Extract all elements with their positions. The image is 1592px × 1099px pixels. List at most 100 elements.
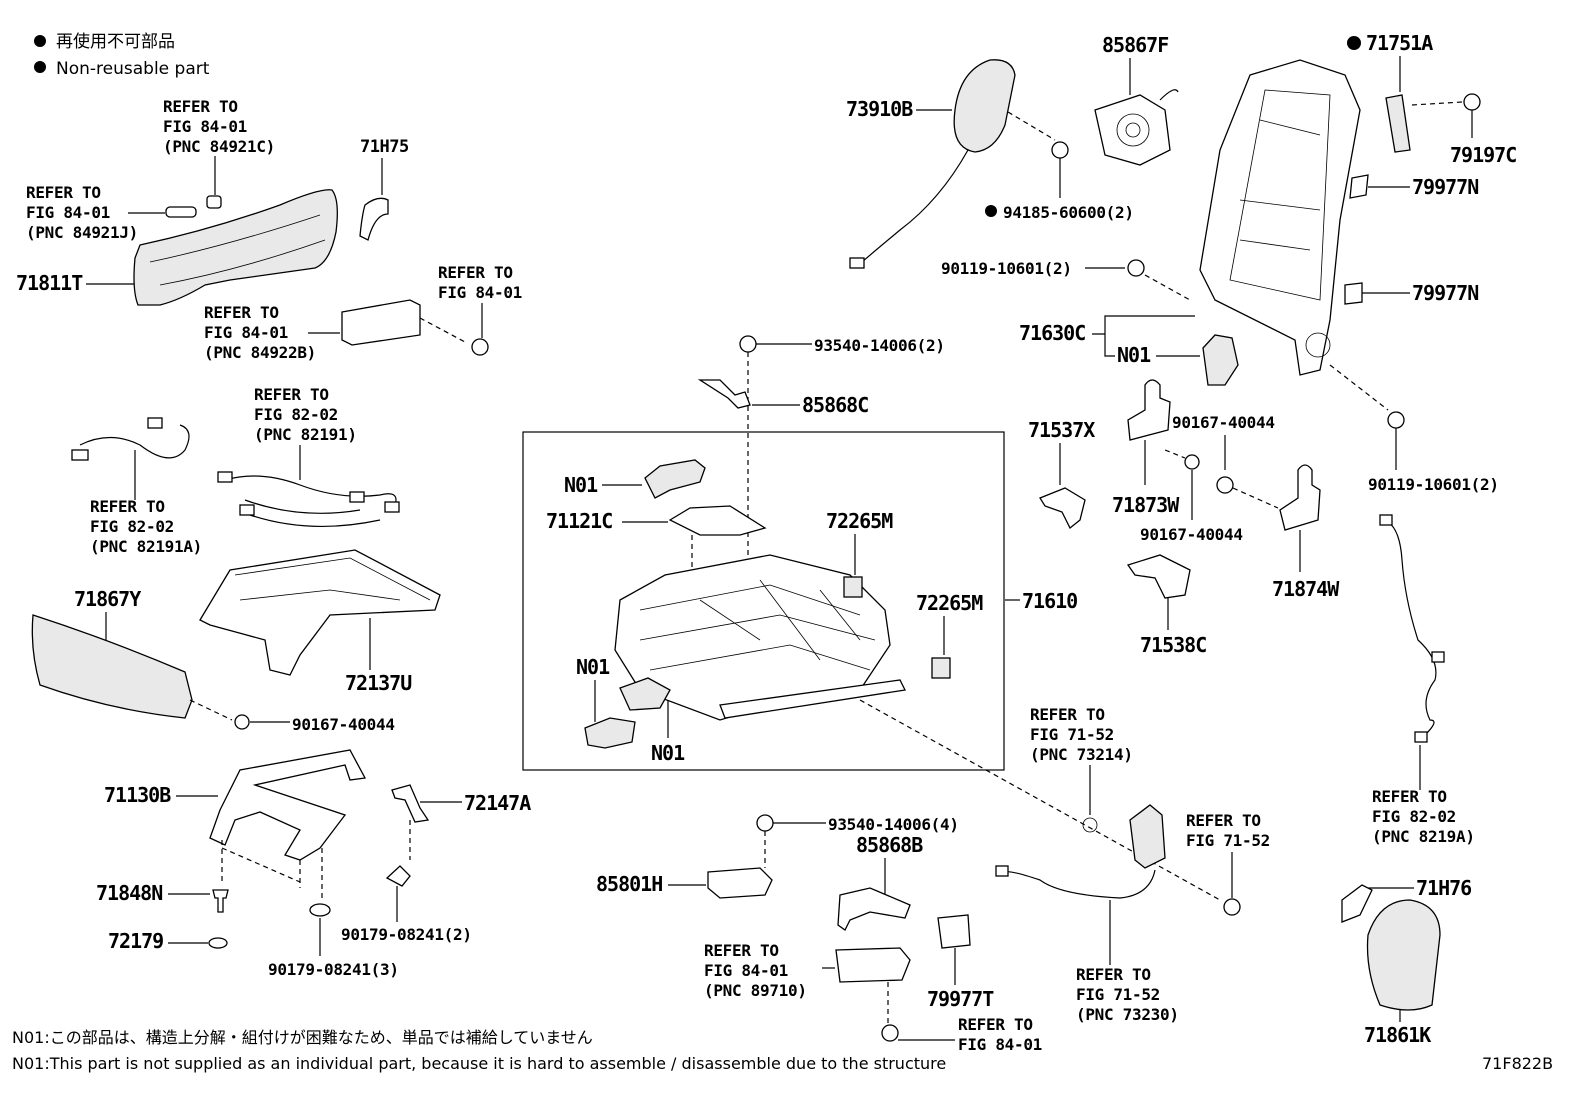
label-71751a: 71751A xyxy=(1366,31,1433,55)
screw-icon xyxy=(471,338,489,356)
refer-to-71-52: REFER TO FIG 71-52 xyxy=(1186,811,1270,850)
seat-side-cover-icon xyxy=(133,189,338,306)
motor-n01-d-icon xyxy=(1202,334,1239,386)
label-79977t: 79977T xyxy=(927,987,994,1011)
fan-module-85867f-icon xyxy=(1094,94,1171,166)
bracket-85868c-icon xyxy=(697,379,751,409)
bolt-icon xyxy=(1127,259,1145,277)
label-93540-b: 93540-14006(4) xyxy=(828,815,959,834)
footnote-jp: N01:この部品は、構造上分解・組付けが困難なため、単品では補給していません xyxy=(12,1028,593,1047)
label-71873w: 71873W xyxy=(1112,493,1180,517)
label-71h76: 71H76 xyxy=(1416,876,1471,900)
label-79977n-a-icon xyxy=(1349,174,1369,199)
label-85868c: 85868C xyxy=(802,393,868,417)
label-72147a: 72147A xyxy=(464,791,531,815)
washer-icon xyxy=(208,937,228,949)
label-72265m-b: 72265M xyxy=(916,591,983,615)
figure-code: 71F822B xyxy=(1482,1054,1553,1073)
non-reusable-marker-icon xyxy=(1347,36,1361,50)
bracket-72147a-icon xyxy=(391,784,430,823)
label-85867f: 85867F xyxy=(1102,33,1168,57)
trim-piece-71h75-icon xyxy=(359,197,389,241)
bolt-icon xyxy=(1463,93,1481,111)
label-79977n-b: 79977N xyxy=(1412,281,1478,305)
right-lower-group: REFER TO FIG 71-52 (PNC 73214) REFER TO … xyxy=(859,514,1475,1047)
bolt-icon xyxy=(234,714,250,730)
motor-n01-b-icon xyxy=(584,717,636,749)
rail-group: 71130B 71848N 72179 90179-08241(3) 72147… xyxy=(96,749,532,979)
label-n01-a: N01 xyxy=(564,473,598,497)
label-73910b: 73910B xyxy=(846,97,913,121)
bracket-85868b-icon xyxy=(837,887,911,931)
refer-to-82191a: REFER TO FIG 82-02 (PNC 82191A) xyxy=(90,497,202,556)
seat-adjuster-assembly-group: N01 71121C 72265M 72265M 71610 N01 N01 xyxy=(522,431,1078,771)
label-90119-b: 90119-10601(2) xyxy=(1368,475,1499,494)
legend-en: Non-reusable part xyxy=(56,59,210,79)
footnote-en: N01:This part is not supplied as an indi… xyxy=(12,1054,946,1073)
label-85868b: 85868B xyxy=(856,833,923,857)
refer-to-84922b: REFER TO FIG 84-01 (PNC 84922B) xyxy=(204,303,316,362)
front-panel-71867y-icon xyxy=(31,614,193,719)
label-90119-a: 90119-10601(2) xyxy=(941,259,1072,278)
label-71867y: 71867Y xyxy=(74,587,141,611)
nut-icon xyxy=(1223,898,1241,916)
label-n01-b: N01 xyxy=(576,655,610,679)
seat-rail-71130b-icon xyxy=(209,749,367,861)
label-71538c: 71538C xyxy=(1140,633,1206,657)
label-n01-c: N01 xyxy=(651,741,685,765)
bracket-71538c-icon xyxy=(1126,554,1191,599)
switch-knob-icon xyxy=(206,195,222,209)
motor-n01-a-icon xyxy=(644,459,706,499)
non-reusable-marker-icon xyxy=(34,61,46,73)
screw-icon xyxy=(739,335,757,353)
seatback-frame-71630c-icon xyxy=(1199,59,1361,376)
screw-icon xyxy=(881,1024,899,1042)
label-90179-b: 90179-08241(3) xyxy=(268,960,399,979)
label-71130b: 71130B xyxy=(104,783,171,807)
label-71874w: 71874W xyxy=(1272,577,1340,601)
hook-bracket-71873w-icon xyxy=(1127,379,1171,441)
screw-icon xyxy=(756,814,774,832)
assembly-frame-71610 xyxy=(522,431,1005,771)
non-reusable-marker-icon xyxy=(985,205,997,217)
refer-to-84921j: REFER TO FIG 84-01 (PNC 84921J) xyxy=(26,183,138,242)
footnotes: N01:この部品は、構造上分解・組付けが困難なため、単品では補給していません N… xyxy=(12,1028,1553,1073)
label-79977n-b-icon xyxy=(1344,282,1363,305)
label-71848n: 71848N xyxy=(96,881,162,905)
nut-icon xyxy=(1216,476,1234,494)
clip-icon xyxy=(385,865,411,887)
legend: 再使用不可部品 Non-reusable part xyxy=(34,31,210,79)
label-79977n-a: 79977N xyxy=(1412,175,1478,199)
label-90179-a: 90179-08241(2) xyxy=(341,925,472,944)
label-90167-b: 90167-40044 xyxy=(1172,413,1275,432)
label-plate-79977t-icon xyxy=(937,914,971,949)
bracket-71121c-icon xyxy=(668,505,767,536)
side-cover-group: REFER TO FIG 84-01 (PNC 84921C) REFER TO… xyxy=(16,97,522,362)
label-71610: 71610 xyxy=(1022,589,1077,613)
sensor-72265m-a-icon xyxy=(843,576,863,598)
label-71h75: 71H75 xyxy=(360,137,409,157)
switch-module-icon xyxy=(341,299,421,346)
headrest-71861k-icon xyxy=(1366,899,1441,1011)
label-85801h: 85801H xyxy=(596,872,662,896)
label-90167-c: 90167-40044 xyxy=(1140,525,1243,544)
trim-piece-71h76-icon xyxy=(1341,884,1373,923)
refer-to-84921c: REFER TO FIG 84-01 (PNC 84921C) xyxy=(163,97,275,156)
bracket-71537x-icon xyxy=(1039,487,1086,530)
label-71811t: 71811T xyxy=(16,271,83,295)
lower-left-group: 71867Y 72137U 90167-40044 xyxy=(31,549,441,734)
center-top-group: 93540-14006(2) 85868C xyxy=(697,335,945,650)
legend-jp: 再使用不可部品 xyxy=(56,31,175,52)
wire-harness-group: REFER TO FIG 82-02 (PNC 82191A) REFER TO… xyxy=(71,385,400,556)
label-72265m-a: 72265M xyxy=(826,509,893,533)
label-71537x: 71537X xyxy=(1028,418,1095,442)
nut-icon xyxy=(309,903,331,917)
refer-to-89710: REFER TO FIG 84-01 (PNC 89710) xyxy=(704,941,807,1000)
pad-71751a-icon xyxy=(1385,94,1411,153)
motor-n01-c-icon xyxy=(619,677,671,711)
label-94185: 94185-60600(2) xyxy=(1003,203,1134,222)
top-center-group: 73910B 94185-60600(2) 85867F 90119-10601… xyxy=(846,33,1191,301)
refer-to-8219a: REFER TO FIG 82-02 (PNC 8219A) xyxy=(1372,787,1475,846)
non-reusable-marker-icon xyxy=(34,35,46,47)
